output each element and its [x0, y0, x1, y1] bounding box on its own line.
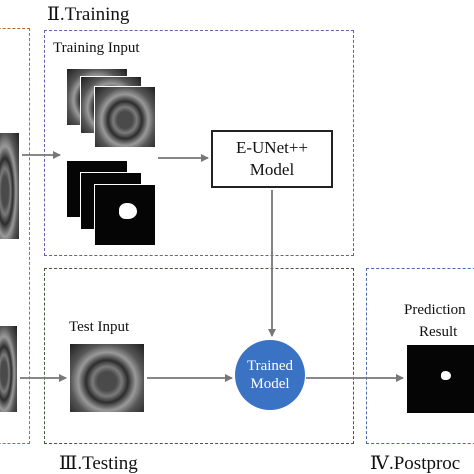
- prediction-result-mask: [406, 344, 474, 414]
- training-mask-lesion: [119, 203, 137, 219]
- postprocessing-section-label: Ⅳ.Postproc: [370, 453, 461, 474]
- test-input-label: Test Input: [69, 319, 130, 335]
- trained-model-subtitle: Model: [250, 376, 290, 392]
- prediction-result-label-line1: Prediction: [404, 302, 466, 318]
- preprocessing-section-box: [0, 28, 30, 444]
- preprocessing-image-bottom: [0, 325, 18, 413]
- test-input-image: [69, 343, 145, 413]
- trained-model-title: Trained: [246, 358, 294, 374]
- training-image-stack-front: [94, 86, 156, 148]
- testing-section-box: [44, 268, 354, 444]
- testing-section-label: Ⅲ.Testing: [59, 453, 138, 474]
- e-unet-model-box: E-UNet++ Model: [211, 130, 333, 188]
- e-unet-model-subtitle: Model: [249, 160, 295, 179]
- e-unet-model-title: E-UNet++: [235, 138, 309, 157]
- prediction-result-lesion: [441, 371, 451, 380]
- training-input-label: Training Input: [53, 40, 140, 56]
- training-mask-stack-front: [94, 184, 156, 246]
- preprocessing-image-top: [0, 132, 20, 240]
- training-section-label: Ⅱ.Training: [47, 4, 130, 25]
- postprocessing-section-box: [366, 268, 474, 444]
- trained-model-node: Trained Model: [235, 340, 305, 410]
- prediction-result-label-line2: Result: [419, 324, 458, 340]
- training-section-box: [44, 30, 354, 256]
